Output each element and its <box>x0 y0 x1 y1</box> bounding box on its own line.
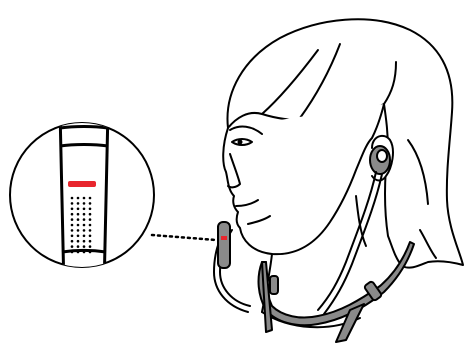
grille-dot <box>71 251 74 254</box>
grille-dot <box>77 197 80 200</box>
grille-dot <box>71 202 74 205</box>
grille-dot <box>71 197 74 200</box>
grille-dot <box>89 208 92 211</box>
grille-dot <box>71 240 74 243</box>
inline-remote <box>218 222 230 268</box>
grille-dot <box>83 224 86 227</box>
grille-dot <box>71 213 74 216</box>
grille-dot <box>77 245 80 248</box>
remote-zoom-body <box>60 110 108 290</box>
grille-dot <box>89 218 92 221</box>
grille-dot <box>77 251 80 254</box>
grille-dot <box>77 218 80 221</box>
grille-dot <box>77 202 80 205</box>
grille-dot <box>83 251 86 254</box>
magnifier-circle-icon <box>10 110 154 290</box>
grille-dot <box>89 229 92 232</box>
grille-dot <box>83 202 86 205</box>
eye-pupil <box>238 140 243 145</box>
grille-dot <box>83 208 86 211</box>
grille-dot <box>71 235 74 238</box>
grille-dot <box>77 240 80 243</box>
grille-dot <box>89 197 92 200</box>
grille-dot <box>77 235 80 238</box>
grille-dot <box>71 218 74 221</box>
grille-dot <box>89 202 92 205</box>
grille-dot <box>89 245 92 248</box>
grille-dot <box>89 240 92 243</box>
status-led-on-remote <box>221 236 227 240</box>
grille-dot <box>71 224 74 227</box>
remote-zoom-band <box>60 145 108 147</box>
grille-dot <box>71 245 74 248</box>
grille-dot <box>71 208 74 211</box>
grille-dot <box>83 240 86 243</box>
earbud-tip <box>377 150 387 162</box>
grille-dot <box>83 229 86 232</box>
grille-dot <box>89 235 92 238</box>
grille-dot <box>83 235 86 238</box>
callout-leader-line <box>152 235 216 240</box>
grille-dot <box>83 245 86 248</box>
neckband-left-strap <box>262 262 272 332</box>
grille-dot <box>77 208 80 211</box>
neckband-button <box>270 276 278 294</box>
status-led-icon <box>68 181 96 187</box>
grille-dot <box>83 218 86 221</box>
grille-dot <box>77 229 80 232</box>
grille-dot <box>89 213 92 216</box>
grille-dot <box>89 251 92 254</box>
grille-dot <box>89 224 92 227</box>
grille-dot <box>77 224 80 227</box>
grille-dot <box>71 229 74 232</box>
grille-dot <box>83 197 86 200</box>
remote-zoom-band <box>60 127 108 129</box>
grille-dot <box>83 213 86 216</box>
grille-dot <box>77 213 80 216</box>
